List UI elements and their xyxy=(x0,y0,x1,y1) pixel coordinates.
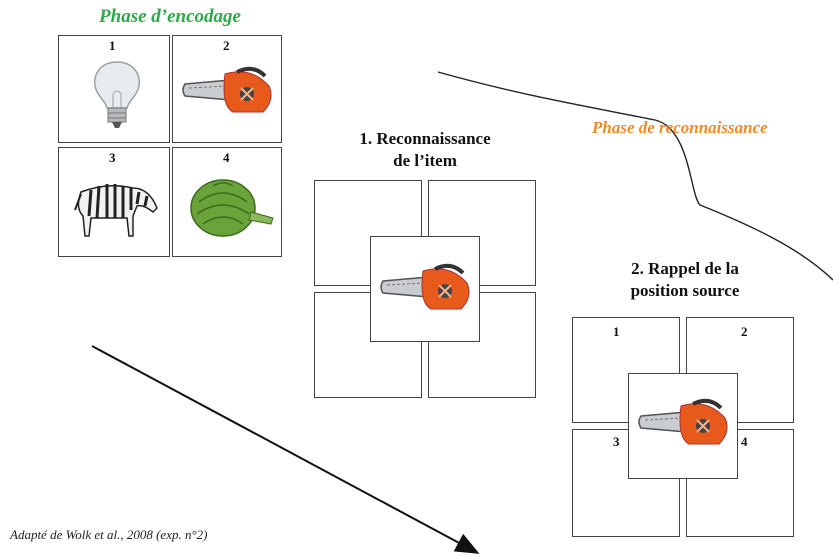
encoding-phase-title: Phase d’encodage xyxy=(99,6,241,27)
cell-number: 1 xyxy=(109,38,116,53)
step2-title-line2: position source xyxy=(630,281,740,300)
phase-divider-curve xyxy=(437,71,833,281)
encoding-cell-4: 4 xyxy=(172,147,282,257)
zebra-icon xyxy=(74,184,158,237)
step2-title-line1: 2. Rappel de la xyxy=(631,259,739,278)
cell-number: 2 xyxy=(223,38,230,53)
recognition-phase-title: Phase de reconnaissance xyxy=(592,118,768,137)
cell-number: 3 xyxy=(109,150,116,165)
chainsaw-icon xyxy=(182,66,272,113)
encoding-cell-3: 3 xyxy=(58,147,170,257)
quadrant-number: 1 xyxy=(613,324,620,339)
chainsaw-icon xyxy=(380,263,470,310)
step2-title: 2. Rappel de la position source xyxy=(580,258,790,302)
encoding-cell-1: 1 xyxy=(58,35,170,143)
encoding-cell-2: 2 xyxy=(172,35,282,143)
step1-title-line2: de l’item xyxy=(393,151,457,170)
artichoke-icon xyxy=(190,179,274,237)
quadrant-number: 2 xyxy=(741,324,748,339)
step1-center-probe xyxy=(370,236,480,342)
step1-quadrant-top-right xyxy=(428,180,536,286)
step1-title-line1: 1. Reconnaissance xyxy=(359,129,491,148)
cell-number: 4 xyxy=(223,150,230,165)
lightbulb-icon xyxy=(93,61,141,128)
chainsaw-icon xyxy=(638,398,728,445)
quadrant-number: 3 xyxy=(613,434,620,449)
quadrant-number: 4 xyxy=(741,434,748,449)
step1-title: 1. Reconnaissance de l’item xyxy=(320,128,530,172)
source-caption: Adapté de Wolk et al., 2008 (exp. n°2) xyxy=(10,527,208,542)
step2-center-probe xyxy=(628,373,738,479)
flow-arrow xyxy=(91,345,480,554)
